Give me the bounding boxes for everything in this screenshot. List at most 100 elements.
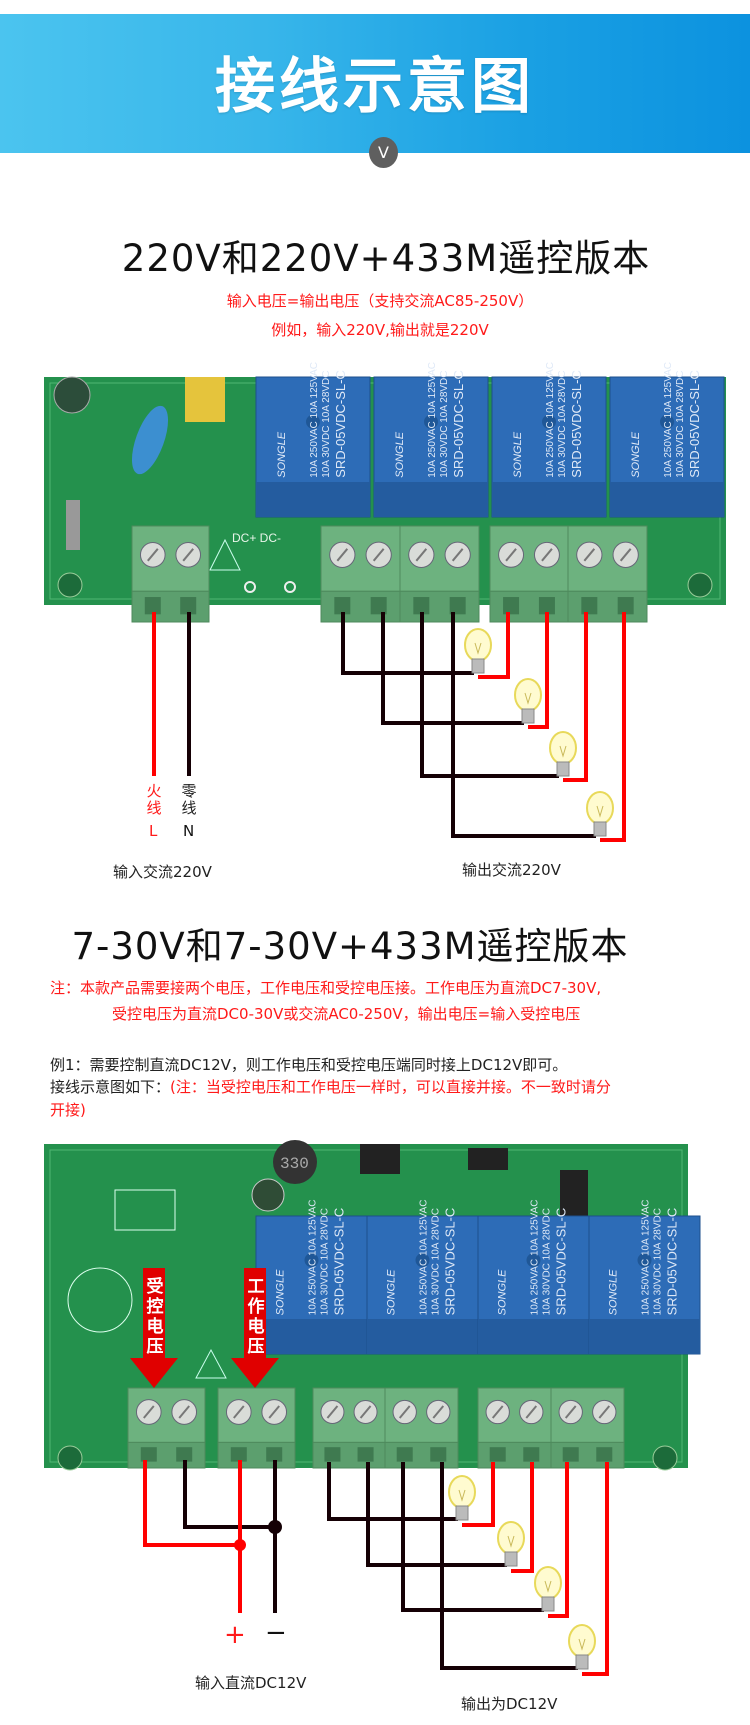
relay-label: SRD-05VDC-SL-C [332,1208,347,1316]
screw-slot [178,1405,190,1419]
terminal-base [477,1441,552,1469]
pad [284,581,296,593]
output-neutral-wire [451,612,596,838]
controlled-negative-wire [183,1460,275,1529]
relay-label: SRD-05VDC-SL-C [443,1208,458,1316]
relay-label: 10A 250VAC 10A 125VAC [530,1200,541,1316]
fuse [66,500,80,550]
high-voltage-icon [195,1348,227,1379]
relay-label: 10A 250VAC 10A 125VAC [641,1200,652,1316]
high-voltage-icon [209,538,241,571]
light-bulb-icon [464,628,492,674]
terminal-base [567,590,648,623]
section2-title: 7-30V和7-30V+433M遥控版本 [71,925,629,968]
silkscreen-circle [67,1267,133,1333]
output-positive-wire [511,1462,534,1573]
output-neutral-wire [381,612,524,725]
bulb-glass [534,1566,562,1600]
bulb-glass [586,791,614,825]
bulb-base [504,1551,518,1567]
screw-slot [372,548,385,562]
terminal-slot [180,597,197,615]
terminal-block [384,1387,459,1469]
light-bulb-icon [497,1521,525,1567]
terminal-base [550,1441,625,1469]
terminal-block [489,525,569,623]
relay-shadow [256,482,370,517]
mount-hole [57,1445,83,1471]
pad [244,581,256,593]
bulb-base [471,658,485,674]
screw-slot [415,548,428,562]
terminal-base [320,590,401,623]
wiring-note-cont: 开接) [50,1101,86,1119]
light-bulb-icon [448,1475,476,1521]
terminal-block [320,525,401,623]
output-live-wire [528,612,549,729]
terminal-block [312,1387,386,1469]
silkscreen-rect [114,1189,176,1231]
relay-label: 10A 30VDC 10A 28VDC [431,1208,442,1315]
input-dc-label: 输入直流DC12V [195,1674,307,1692]
ic-chip [468,1148,508,1170]
section1-title: 220V和220V+433M遥控版本 [121,237,651,280]
bulb-filament [544,1580,552,1593]
relay-shadow [589,1319,700,1354]
neutral-letter: N [183,822,195,840]
relay-label: 10A 30VDC 10A 28VDC [320,1208,331,1315]
terminal-slot [396,1447,413,1462]
inductor-label: 330 [280,1155,309,1173]
example-text: 例1：需要控制直流DC12V，则工作电压和受控电压端同时接上DC12V即可。 [50,1056,568,1074]
terminal-block [217,1387,296,1469]
screw-slot [505,548,517,562]
screw-slot [398,1405,411,1419]
arrow-shaft [244,1268,266,1360]
relay-label: SONGLE [512,431,524,478]
terminal-block [550,1387,625,1469]
live-wire-label: 火线 [146,782,162,817]
terminal-block [399,525,480,623]
screw-slot [143,1405,155,1419]
terminal-slot [596,1447,613,1462]
screw-slot [564,1405,577,1419]
relay-label: SRD-05VDC-SL-C [554,1208,569,1316]
relay-label: SRD-05VDC-SL-C [665,1208,680,1316]
output-positive-wire [462,1462,495,1527]
bulb-base [521,708,535,724]
terminal-base [399,590,480,623]
relay-label: SONGLE [275,1269,287,1316]
output-negative-wire [440,1462,578,1670]
terminal-slot [430,1447,447,1462]
relay-label: SRD-05VDC-SL-C [451,370,466,478]
screw-slot [326,1405,339,1419]
wiring-line: 接线示意图如下：(注：当受控电压和工作电压一样时，可以直接并接。不一致时请分 [50,1076,611,1097]
relay-shadow [478,1319,589,1354]
bulb-filament [458,1489,466,1502]
relay-label: SRD-05VDC-SL-C [569,370,584,478]
output-neutral-wire [341,612,474,675]
relay-label: SONGLE [394,431,406,478]
relay-label: 10A 30VDC 10A 28VDC [653,1208,664,1315]
terminal-base [131,590,210,623]
screw-slot [525,1405,538,1419]
screw-slot [233,1405,245,1419]
screw-slot [432,1405,445,1419]
terminal-slot [140,1447,157,1462]
junction-dot [268,1520,282,1534]
down-arrow-icon [231,1268,279,1388]
terminal-base [312,1441,386,1469]
terminal-slot [562,1447,579,1462]
bulb-filament [507,1535,515,1548]
